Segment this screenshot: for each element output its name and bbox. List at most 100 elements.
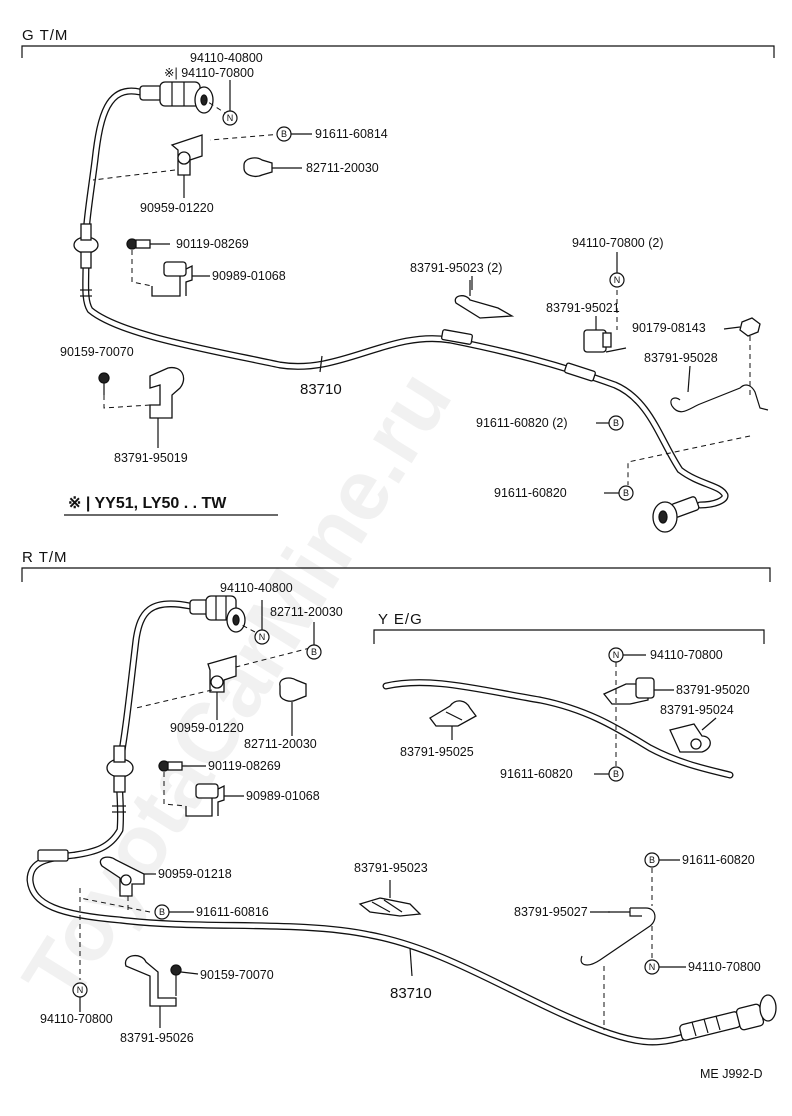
section-title-gtm: G T/M xyxy=(22,27,68,44)
sleeve-gtm-1 xyxy=(441,329,473,345)
bracket-83791-95019-gtm xyxy=(149,366,185,448)
label-gtm-82711-20030: 82711-20030 xyxy=(306,161,379,175)
label-rtm-83791-95023: 83791-95023 xyxy=(354,861,428,875)
sleeve-rtm-1 xyxy=(37,849,69,862)
leader-gtm-6 xyxy=(723,326,741,330)
leader-rtm-8 xyxy=(409,947,413,977)
watermark-text: ToyotaCarMine.ru xyxy=(5,355,470,1020)
label-gtm-91611-60814: 91611-60814 xyxy=(315,127,388,141)
wire-clip-83791-95027-rtm xyxy=(580,907,656,966)
nut-symbol-text: N xyxy=(259,632,266,642)
section-frame-yeg xyxy=(373,629,765,644)
clip-82711-20030-gtm xyxy=(243,157,302,177)
label-rtm-90119-08269: 90119-08269 xyxy=(208,759,281,773)
label-gtm-94110-70800: ※| 94110-70800 xyxy=(164,66,254,80)
label-gtm-83710: 83710 xyxy=(300,381,342,398)
clip-83791-95026-rtm xyxy=(124,955,177,1028)
bolt-symbol-text: B xyxy=(613,418,619,428)
label-gtm-90989-01068: 90989-01068 xyxy=(212,269,286,283)
clip-83791-95024-yeg xyxy=(669,717,717,753)
label-rtm-90989-01068: 90989-01068 xyxy=(246,789,320,803)
label-gtm-83791-95023-2: 83791-95023 (2) xyxy=(410,261,502,275)
nut-symbol-text: N xyxy=(649,962,656,972)
leader-gtm-7 xyxy=(687,365,691,393)
label-gtm-90959-01220: 90959-01220 xyxy=(140,201,214,215)
label-yeg-91611-60820: 91611-60820 xyxy=(500,767,573,781)
bolt-symbol-text: B xyxy=(613,769,619,779)
screw-90119-08269-gtm xyxy=(126,238,170,250)
cable-83710-gtm xyxy=(82,87,729,509)
dash-gtm-4 xyxy=(131,250,153,287)
dash-rtm-1 xyxy=(239,623,256,633)
label-rtm-90959-01220: 90959-01220 xyxy=(170,721,244,735)
label-rtm-90959-01218: 90959-01218 xyxy=(158,867,232,881)
bolt-symbol-text: B xyxy=(281,129,287,139)
label-rtm-83710: 83710 xyxy=(390,985,432,1002)
nut-symbol-text: N xyxy=(614,275,621,285)
figure-id: ME J992-D xyxy=(700,1067,763,1081)
dash-gtm-3 xyxy=(92,169,176,181)
label-gtm-91611-60820: 91611-60820 xyxy=(494,486,567,500)
leader-gtm-8 xyxy=(319,355,323,373)
section-frame-gtm xyxy=(21,45,775,58)
label-rtm-94110-40800: 94110-40800 xyxy=(220,581,293,595)
grommet-gtm xyxy=(73,223,99,297)
dash-rtm-7 xyxy=(79,897,151,913)
label-gtm-91611-60820-2: 91611-60820 (2) xyxy=(476,416,568,430)
bracket-83791-95020-yeg xyxy=(602,677,674,705)
section-frame-rtm xyxy=(21,567,771,582)
applicability-note: ※ | YY51, LY50 . . TW xyxy=(68,495,227,512)
dash-rtm-2 xyxy=(231,647,311,669)
meter-connector-rtm xyxy=(189,595,246,633)
label-gtm-94110-70800-2: 94110-70800 (2) xyxy=(572,236,664,250)
section-title-rtm: R T/M xyxy=(22,549,68,566)
transmission-connector-rtm xyxy=(679,994,777,1041)
label-rtm-90159-70070: 90159-70070 xyxy=(200,968,274,982)
bolt-symbol-text: B xyxy=(159,907,165,917)
watermark: ToyotaCarMine.ru xyxy=(5,355,470,1020)
bracket-90989-01068-rtm xyxy=(185,783,244,817)
clamp-90959-01218-rtm xyxy=(99,856,156,897)
screw-90159-70070-rtm xyxy=(170,964,199,996)
clip-83791-95023-rtm xyxy=(358,880,422,917)
label-yeg-83791-95025: 83791-95025 xyxy=(400,745,474,759)
nut-90179-08143-gtm xyxy=(739,317,761,396)
label-gtm-90179-08143: 90179-08143 xyxy=(632,321,706,335)
label-rtm-91611-60816: 91611-60816 xyxy=(196,905,269,919)
nut-symbol-text: N xyxy=(613,650,620,660)
nut-symbol-text: N xyxy=(77,985,84,995)
label-yeg-83791-95020: 83791-95020 xyxy=(676,683,750,697)
label-rtm-83791-95026: 83791-95026 xyxy=(120,1031,194,1045)
nut-symbol-text: N xyxy=(227,113,234,123)
screw-90159-70070-gtm xyxy=(98,372,110,395)
clip-83791-95023-gtm xyxy=(454,280,515,319)
dash-gtm-2 xyxy=(209,133,283,141)
screw-90119-08269-rtm xyxy=(158,760,206,772)
label-gtm-83791-95028: 83791-95028 xyxy=(644,351,718,365)
label-gtm-83791-95021: 83791-95021 xyxy=(546,301,620,315)
bolt-symbol-text: B xyxy=(649,855,655,865)
meter-connector-gtm xyxy=(139,81,214,114)
label-gtm-94110-40800: 94110-40800 xyxy=(190,51,263,65)
clamp-90959-01220-gtm xyxy=(170,134,203,198)
dash-gtm-5 xyxy=(103,395,151,409)
label-gtm-83791-95019: 83791-95019 xyxy=(114,451,188,465)
label-gtm-90159-70070: 90159-70070 xyxy=(60,345,134,359)
cable-83710-rtm xyxy=(26,600,694,1046)
dash-rtm-3 xyxy=(135,689,213,709)
wire-clip-83791-95028-gtm xyxy=(670,384,769,413)
grommet-rtm xyxy=(106,745,134,813)
transmission-connector-gtm xyxy=(652,496,700,533)
label-rtm-83791-95027: 83791-95027 xyxy=(514,905,588,919)
section-title-yeg: Y E/G xyxy=(378,611,423,628)
label-rtm-82711-20030-b: 82711-20030 xyxy=(244,737,317,751)
bracket-83791-95021-gtm xyxy=(583,329,627,353)
clip-82711-20030-rtm xyxy=(279,677,307,736)
label-yeg-94110-70800: 94110-70800 xyxy=(650,648,723,662)
label-yeg-83791-95024: 83791-95024 xyxy=(660,703,734,717)
label-rtm-91611-60820: 91611-60820 xyxy=(682,853,755,867)
label-rtm-94110-70800-b: 94110-70800 xyxy=(688,960,761,974)
label-rtm-94110-70800: 94110-70800 xyxy=(40,1012,113,1026)
dash-gtm-1 xyxy=(204,99,237,121)
